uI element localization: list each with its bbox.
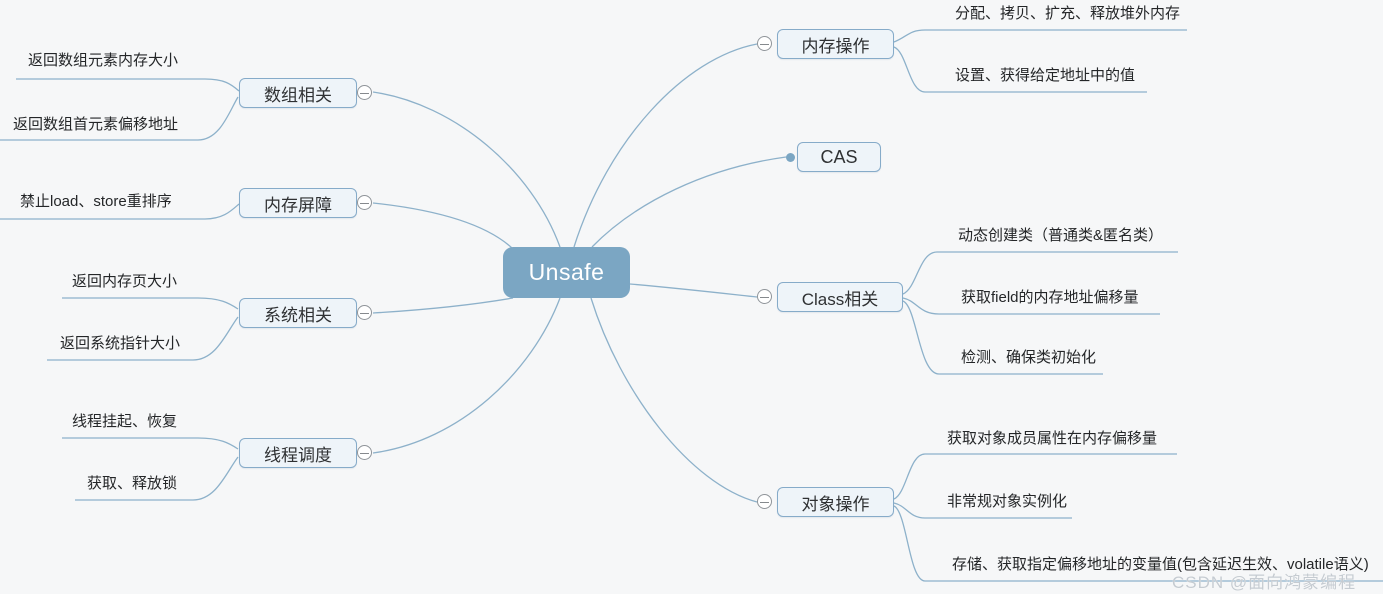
node-object-operations[interactable]: 对象操作 (777, 487, 894, 517)
node-cas[interactable]: CAS (797, 142, 881, 172)
child-pointer-size[interactable]: 返回系统指针大小 (60, 335, 181, 352)
child-object-field-offset[interactable]: 获取对象成员属性在内存偏移量 (947, 430, 1158, 447)
child-park-unpark[interactable]: 线程挂起、恢复 (72, 413, 178, 430)
child-array-element-size[interactable]: 返回数组元素内存大小 (28, 52, 179, 69)
link-dot-icon-cas (786, 153, 795, 162)
collapse-icon-class-related[interactable] (757, 289, 772, 304)
watermark: CSDN @面向鸿蒙编程 (1172, 573, 1357, 592)
child-forbid-reorder[interactable]: 禁止load、store重排序 (20, 193, 172, 210)
child-page-size[interactable]: 返回内存页大小 (72, 273, 178, 290)
child-allocate-instance[interactable]: 非常规对象实例化 (947, 493, 1068, 510)
node-system-related[interactable]: 系统相关 (239, 298, 357, 328)
collapse-icon-memory-barrier[interactable] (357, 195, 372, 210)
node-memory-barrier[interactable]: 内存屏障 (239, 188, 357, 218)
root-node-unsafe[interactable]: Unsafe (503, 247, 630, 298)
child-link-lines (0, 29, 1383, 582)
child-field-offset[interactable]: 获取field的内存地址偏移量 (961, 289, 1139, 306)
collapse-icon-object-operations[interactable] (757, 494, 772, 509)
branch-curves (372, 43, 787, 503)
child-define-class[interactable]: 动态创建类（普通类&匿名类） (958, 227, 1164, 244)
collapse-icon-system-related[interactable] (357, 305, 372, 320)
child-alloc-copy-free[interactable]: 分配、拷贝、扩充、释放堆外内存 (955, 5, 1181, 22)
node-thread-scheduling[interactable]: 线程调度 (239, 438, 357, 468)
collapse-icon-array-related[interactable] (357, 85, 372, 100)
child-array-base-offset[interactable]: 返回数组首元素偏移地址 (13, 116, 179, 133)
collapse-icon-thread-scheduling[interactable] (357, 445, 372, 460)
child-ensure-class-init[interactable]: 检测、确保类初始化 (961, 349, 1097, 366)
child-get-put-address[interactable]: 设置、获得给定地址中的值 (955, 67, 1136, 84)
node-memory-operations[interactable]: 内存操作 (777, 29, 894, 59)
collapse-icon-memory-operations[interactable] (757, 36, 772, 51)
child-lock-unlock[interactable]: 获取、释放锁 (87, 475, 178, 492)
node-array-related[interactable]: 数组相关 (239, 78, 357, 108)
child-get-put-variable[interactable]: 存储、获取指定偏移地址的变量值(包含延迟生效、volatile语义) (952, 556, 1369, 573)
node-class-related[interactable]: Class相关 (777, 282, 903, 312)
